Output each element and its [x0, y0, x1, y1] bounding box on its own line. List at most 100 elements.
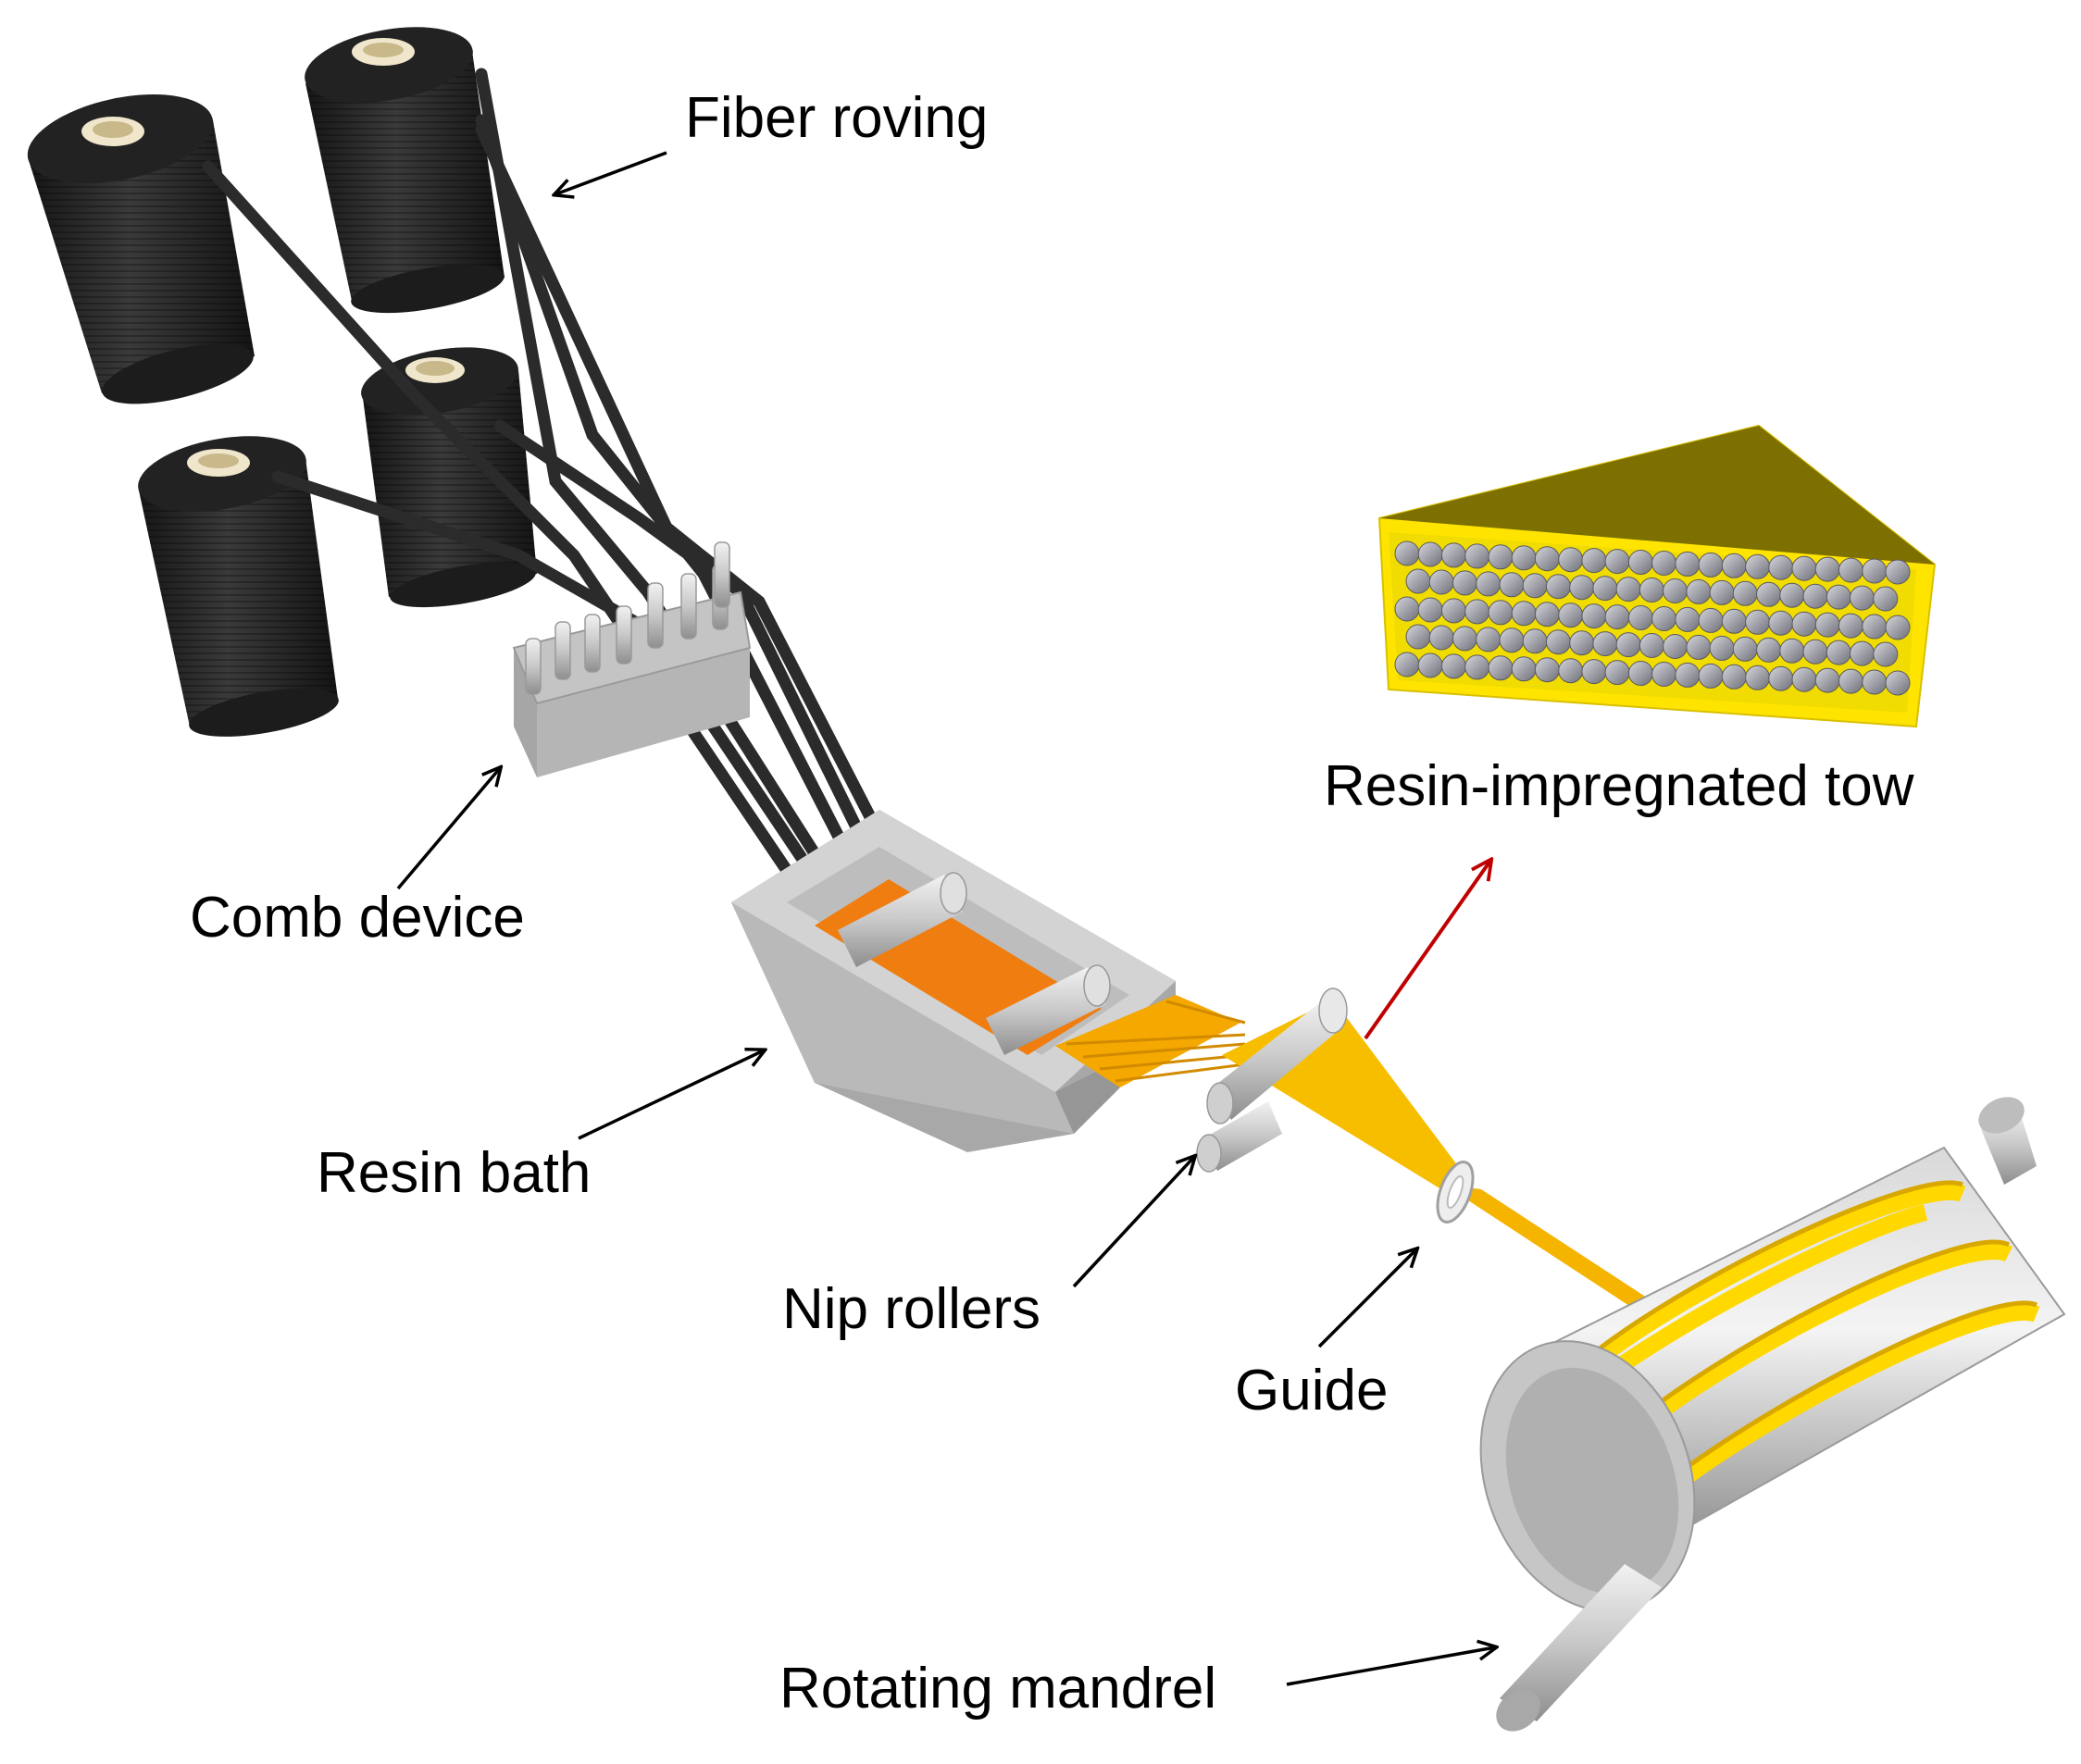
fiber-circle: [1850, 640, 1875, 666]
fiber-circle: [1534, 546, 1560, 572]
bath-roller-1: [838, 872, 967, 967]
fiber-circle: [1499, 627, 1525, 653]
fiber-circle: [1511, 656, 1537, 682]
fiber-circle: [1826, 640, 1851, 665]
fiber-circle: [1639, 578, 1664, 602]
fiber-circle: [1814, 667, 1840, 693]
fiber-circle: [1639, 633, 1664, 658]
callout-arrows: [396, 151, 1495, 1686]
fiber-circle: [1441, 598, 1466, 624]
fiber-circle: [1838, 668, 1863, 694]
fiber-circle: [1522, 573, 1548, 599]
fiber-circle: [1558, 547, 1584, 573]
fiber-circle: [1522, 628, 1548, 654]
fiber-circle: [1885, 615, 1911, 640]
fiber-circle: [1756, 637, 1782, 663]
fiber-circle: [1698, 607, 1724, 633]
fiber-circle: [1581, 603, 1607, 629]
fiber-circle: [1862, 558, 1888, 584]
label-guide: Guide: [1235, 1359, 1388, 1422]
arrow-resin-bath: [578, 1050, 764, 1140]
label-nip-rollers: Nip rollers: [782, 1277, 1040, 1341]
fiber-circle: [1545, 629, 1571, 655]
fiber-circle: [1732, 580, 1758, 606]
fiber-circle: [1581, 548, 1607, 574]
arrow-fiber-roving: [555, 151, 667, 194]
fiber-circle: [1604, 604, 1630, 630]
fiber-circle: [1768, 610, 1794, 636]
label-fiber-roving: Fiber roving: [685, 86, 988, 150]
fiber-circle: [1745, 609, 1771, 635]
fiber-circle: [1745, 665, 1771, 690]
fiber-circle: [1534, 602, 1560, 627]
fiber-circle: [1499, 572, 1525, 598]
fiber-circle: [1862, 669, 1888, 695]
fiber-circle: [1428, 569, 1454, 595]
fiber-circle: [1627, 661, 1653, 686]
fiber-circle: [1476, 627, 1502, 652]
fiber-circle: [1675, 551, 1701, 577]
fiber-circle: [1651, 662, 1677, 687]
fiber-circle: [1745, 553, 1771, 579]
fiber-circle: [1452, 570, 1477, 596]
fiber-circle: [1779, 638, 1805, 664]
fiber-circle: [1627, 605, 1653, 630]
fiber-circle: [1802, 639, 1828, 665]
fiber-circle: [1663, 578, 1688, 603]
fiber-circle: [1534, 657, 1560, 683]
fiber-circle: [1838, 557, 1863, 583]
fiber-circle: [1850, 585, 1875, 611]
fiber-circle: [1721, 608, 1747, 634]
fiber-circle: [1488, 655, 1514, 681]
fiber-circle: [1394, 652, 1420, 677]
fiber-circle: [1885, 670, 1911, 696]
spool-3: [361, 347, 537, 608]
fiber-circle: [1488, 600, 1514, 626]
fiber-circle: [1545, 574, 1571, 600]
spool-4: [138, 436, 339, 737]
fiber-circle: [1814, 556, 1840, 582]
fiber-circle: [1791, 611, 1817, 637]
arrow-to-cross-section: [1364, 861, 1490, 1040]
fiber-circle: [1558, 658, 1584, 684]
resin-bath: [731, 810, 1176, 1152]
fiber-circle: [1698, 552, 1724, 578]
guide-ring: [1436, 1161, 1475, 1224]
fiber-circle: [1814, 612, 1840, 638]
fiber-circle: [1488, 544, 1514, 570]
fiber-circle: [1721, 664, 1747, 689]
fiber-circle: [1732, 636, 1758, 662]
fiber-circle: [1826, 584, 1851, 610]
fiber-circle: [1709, 579, 1735, 605]
fiber-circle: [1768, 554, 1794, 580]
fiber-circle: [1464, 654, 1490, 680]
nip-rollers: [1196, 988, 1348, 1173]
fiber-circle: [1615, 632, 1641, 658]
fiber-circle: [1441, 542, 1466, 568]
fiber-circle: [1464, 543, 1490, 569]
fiber-circle: [1791, 666, 1817, 692]
fiber-cross-sections: [1394, 540, 1911, 696]
rotating-mandrel: [1479, 1097, 2066, 1732]
fiber-circle: [1873, 641, 1899, 667]
fiber-circle: [1686, 578, 1712, 604]
tow-cross-section: [1377, 424, 1937, 728]
fiber-circle: [1709, 635, 1735, 661]
fiber-circle: [1651, 606, 1677, 631]
fiber-circle: [1558, 602, 1584, 628]
fiber-circle: [1838, 613, 1863, 639]
label-rotating-mandrel: Rotating mandrel: [779, 1657, 1216, 1721]
fiber-circle: [1417, 652, 1443, 678]
fiber-circle: [1791, 555, 1817, 581]
fiber-circle: [1417, 541, 1443, 567]
fiber-circle: [1464, 599, 1490, 625]
fiber-circle: [1802, 583, 1828, 609]
fiber-circle: [1417, 597, 1443, 623]
spool-2: [305, 27, 505, 314]
fiber-circle: [1394, 596, 1420, 622]
bath-roller-2: [986, 964, 1111, 1055]
label-resin-impregnated-tow: Resin-impregnated tow: [1324, 754, 1914, 818]
fiber-circle: [1862, 614, 1888, 640]
fiber-circle: [1604, 660, 1630, 686]
